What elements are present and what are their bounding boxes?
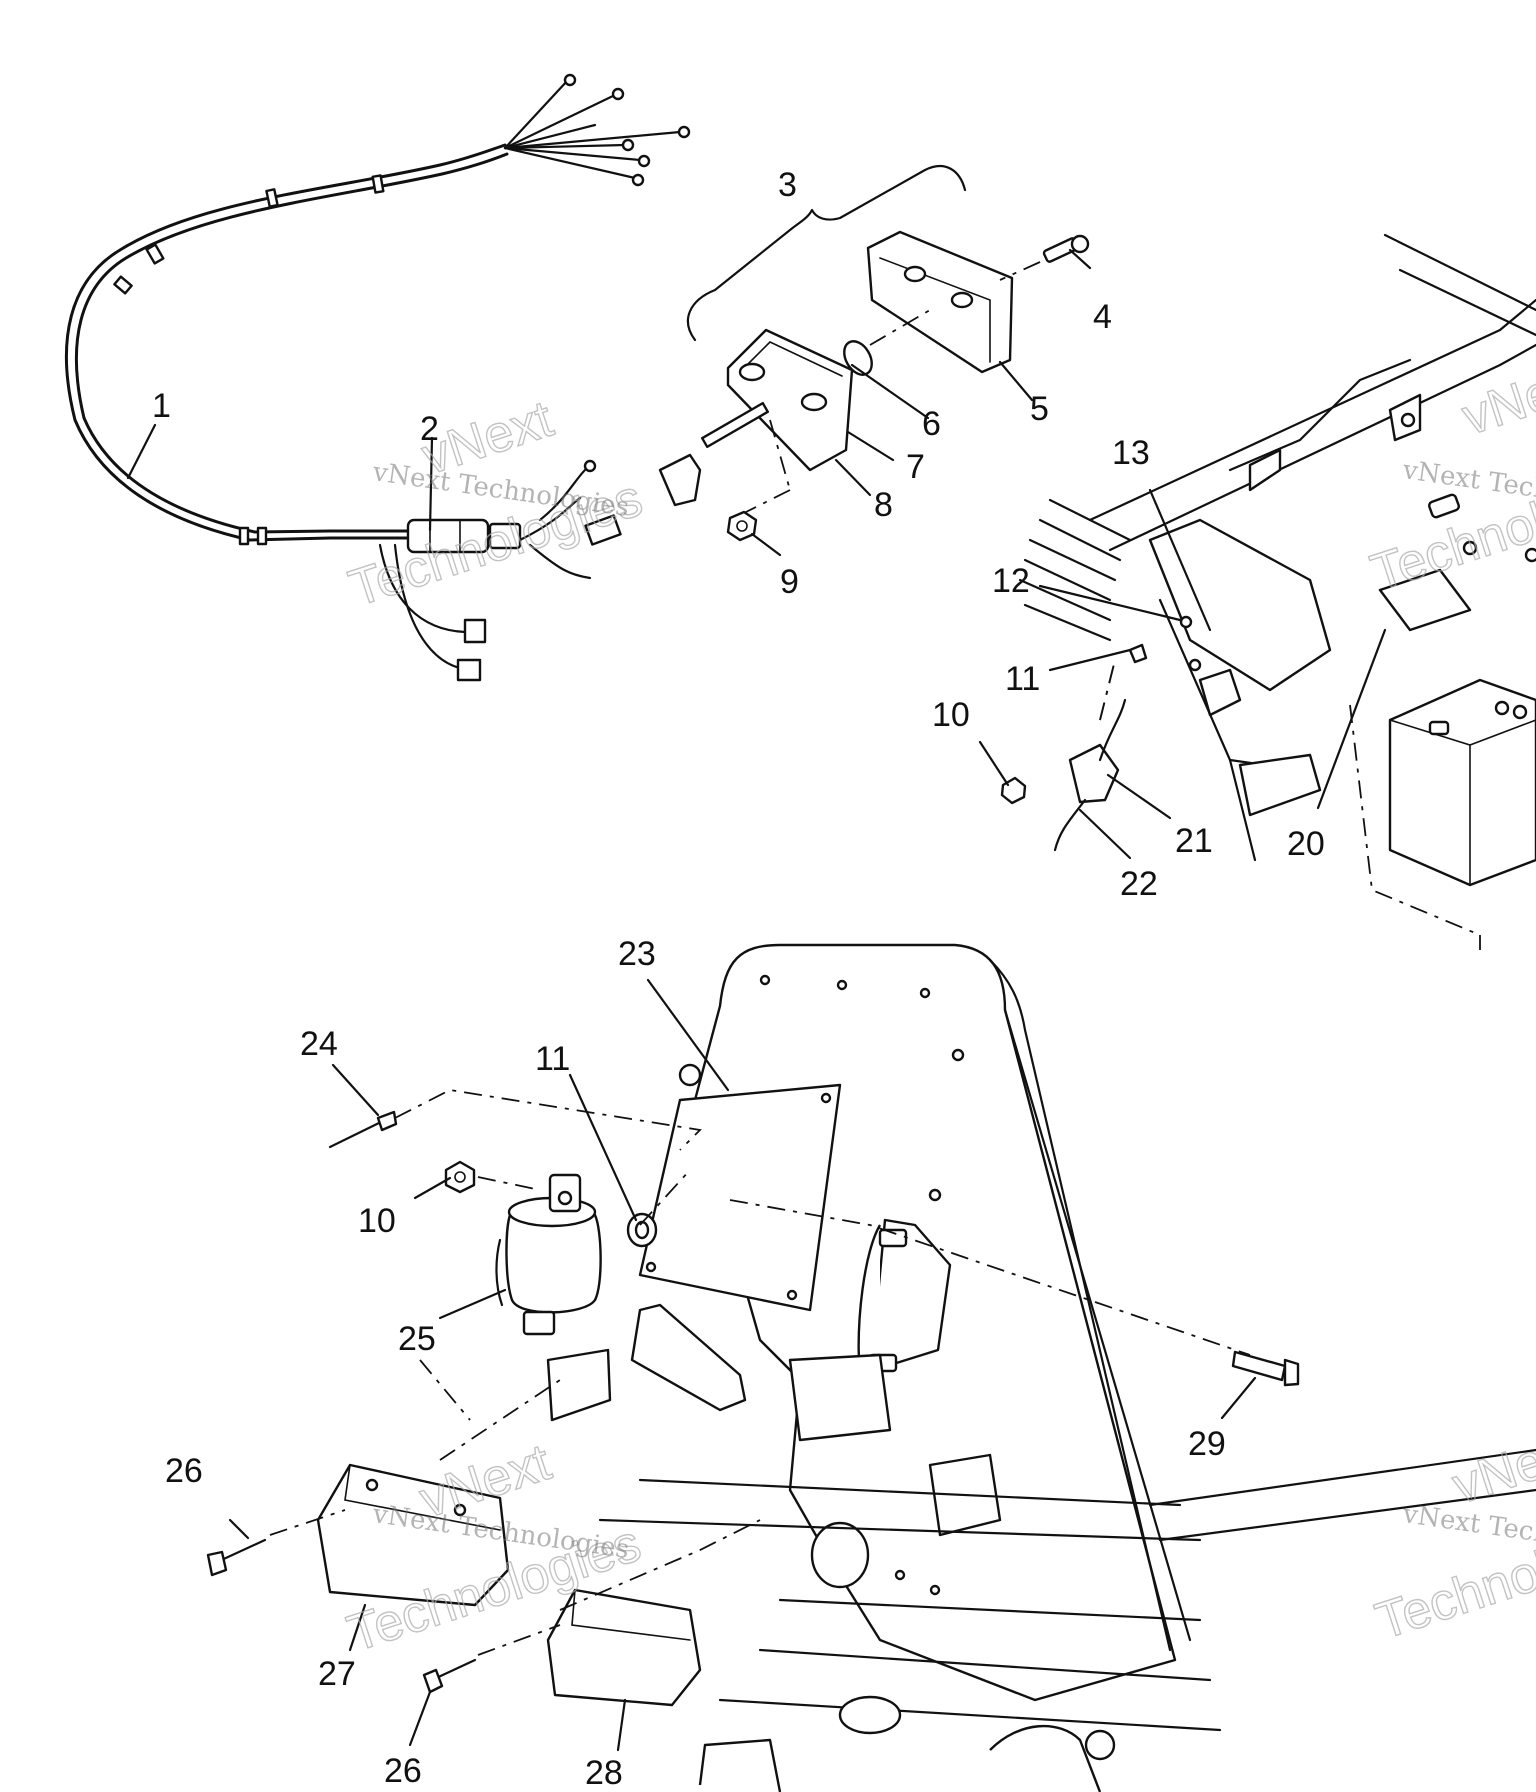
leader-lines — [126, 248, 1387, 1752]
callout-26-lower: 26 — [384, 1752, 422, 1790]
callout-24: 24 — [300, 1025, 338, 1063]
callout-11-upper: 11 — [1005, 660, 1040, 698]
tail-light-assembly — [658, 164, 1090, 542]
callout-27: 27 — [318, 1655, 356, 1693]
callout-8: 8 — [874, 486, 893, 524]
callouts: 1 2 3 4 5 6 7 8 9 10 11 12 13 20 21 22 2… — [152, 166, 1325, 1792]
callout-25: 25 — [398, 1320, 436, 1358]
callout-26-upper: 26 — [165, 1452, 203, 1490]
callout-29: 29 — [1188, 1425, 1226, 1463]
callout-2: 2 — [420, 410, 439, 448]
lower-panel — [546, 943, 1192, 1702]
callout-7: 7 — [906, 448, 925, 486]
callout-10-lower: 10 — [358, 1202, 396, 1240]
callout-9: 9 — [780, 563, 799, 601]
callout-12: 12 — [992, 562, 1030, 600]
callout-13: 13 — [1112, 434, 1150, 472]
watermark-brand-top-lower-right: vNext — [1446, 1419, 1536, 1515]
callout-22: 22 — [1120, 865, 1158, 903]
harness-connector — [406, 518, 522, 554]
upper-frame — [1000, 233, 1536, 950]
watermark-brand-top-right: vNext — [1456, 350, 1536, 446]
lower-frame — [598, 1448, 1536, 1792]
marker-lamps — [206, 1359, 761, 1707]
ignition-coil — [328, 1089, 1300, 1387]
callout-3: 3 — [778, 166, 797, 204]
callout-6: 6 — [922, 405, 941, 443]
callout-10-upper: 10 — [932, 696, 970, 734]
callout-4: 4 — [1093, 298, 1112, 336]
wiring-harness — [64, 73, 691, 682]
callout-5: 5 — [1030, 390, 1049, 428]
callout-28: 28 — [585, 1754, 623, 1792]
callout-1: 1 — [152, 387, 171, 425]
callout-20: 20 — [1287, 825, 1325, 863]
callout-23: 23 — [618, 935, 656, 973]
callout-21: 21 — [1175, 822, 1213, 860]
callout-11-lower: 11 — [535, 1040, 570, 1078]
